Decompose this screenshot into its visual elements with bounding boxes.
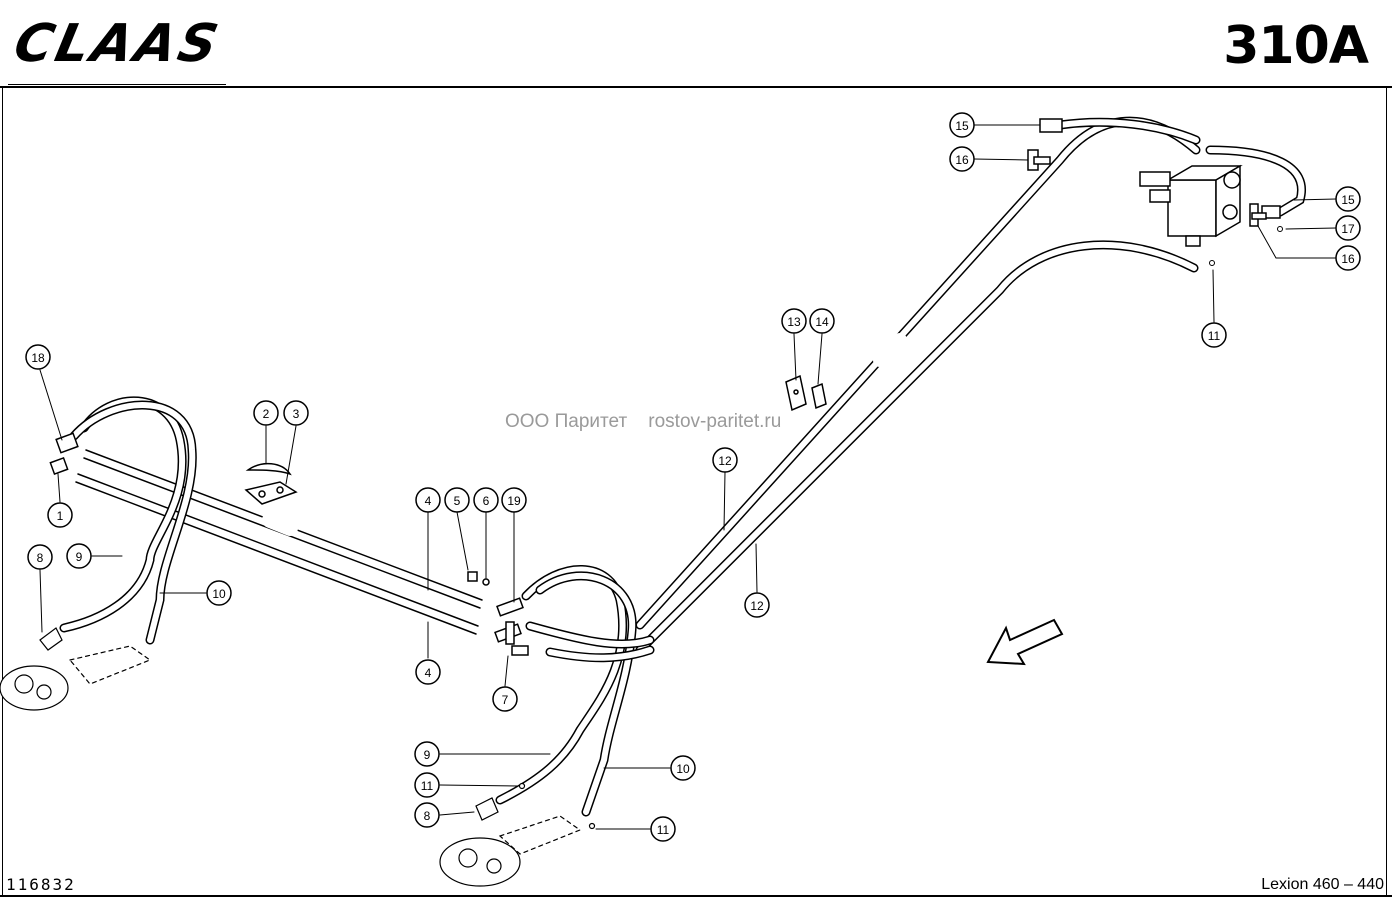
callout-14[interactable]: 14 [809,308,835,334]
callout-label: 8 [424,809,431,823]
frame-left [2,86,3,896]
callout-label: 15 [955,119,969,133]
leader-lines [39,124,1337,830]
center-hose-9-10 [495,565,655,817]
callout-label: 13 [787,315,801,329]
callout-label: 19 [507,494,521,508]
callout-17[interactable]: 17 [1335,215,1361,241]
callout-label: 3 [293,407,300,421]
direction-arrow [986,618,1064,666]
callout-label: 1 [57,509,64,523]
callout-label: 12 [718,454,732,468]
callout-label: 16 [955,153,969,167]
callout-label: 8 [37,551,44,565]
callout-label: 9 [424,748,431,762]
callout-label: 4 [425,494,432,508]
frame-right [1386,86,1387,896]
callout-12-lower[interactable]: 12 [744,592,770,618]
callout-label: 18 [31,351,45,365]
callout-16-top[interactable]: 16 [949,146,975,172]
callout-label: 6 [483,494,490,508]
callout-1[interactable]: 1 [47,502,73,528]
sheet-number: 310A [1223,16,1369,76]
callout-label: 2 [263,407,270,421]
o-ring-11-top [1209,260,1215,266]
callout-11-top[interactable]: 11 [1201,322,1227,348]
pump-center [439,782,596,887]
logo-underline [8,84,226,85]
callout-5[interactable]: 5 [444,487,470,513]
callout-label: 7 [502,693,509,707]
callout-19[interactable]: 19 [501,487,527,513]
callout-label: 5 [454,494,461,508]
callout-label: 11 [657,823,670,837]
callout-11-bottom[interactable]: 11 [650,816,676,842]
callout-label: 4 [425,666,432,680]
header-divider [0,86,1392,88]
callout-16-right[interactable]: 16 [1335,245,1361,271]
callout-label: 15 [1341,193,1355,207]
callout-label: 9 [76,550,83,564]
pump-left [0,627,152,711]
callout-4-upper[interactable]: 4 [415,487,441,513]
fitting-16-top [1027,149,1051,171]
callout-6[interactable]: 6 [473,487,499,513]
watermark-site: rostov-paritet.ru [648,411,782,432]
clamp-13-14 [785,374,827,412]
callout-12-upper[interactable]: 12 [712,447,738,473]
callout-15-right[interactable]: 15 [1335,186,1361,212]
fitting-18 [49,432,79,475]
hose-15-top [1039,117,1201,145]
callout-label: 11 [421,779,434,793]
callout-label: 10 [676,762,690,776]
clamp-2-3 [244,462,298,505]
callout-3[interactable]: 3 [283,400,309,426]
drawing-number: 116832 [6,875,76,894]
callout-13[interactable]: 13 [781,308,807,334]
callout-8-center[interactable]: 8 [414,802,440,828]
frame-bottom [0,895,1392,897]
callout-label: 12 [750,599,764,613]
callout-10-left[interactable]: 10 [206,580,232,606]
watermark-company: ООО Паритет [505,411,628,432]
callout-9-center[interactable]: 9 [414,741,440,767]
callout-15-top[interactable]: 15 [949,112,975,138]
steel-pipe-4 [75,449,483,635]
callout-9-left[interactable]: 9 [66,543,92,569]
center-fittings [467,571,529,656]
watermark: ООО Паритет rostov-paritet.ru [505,411,781,433]
left-hose-9-10 [59,396,197,645]
callout-2[interactable]: 2 [253,400,279,426]
callout-18[interactable]: 18 [25,344,51,370]
callout-label: 14 [815,315,829,329]
callout-7[interactable]: 7 [492,686,518,712]
callout-label: 16 [1341,252,1355,266]
callout-10-center[interactable]: 10 [670,755,696,781]
callout-11-center[interactable]: 11 [414,772,440,798]
callout-label: 17 [1341,222,1355,236]
callout-markers: 15 16 15 17 16 11 13 14 18 1 2 3 12 12 4… [25,112,1361,842]
model-label: Lexion 460 – 440 [1261,876,1384,893]
callout-4-lower[interactable]: 4 [415,659,441,685]
fitting-16-right [1249,203,1267,227]
main-hose-12 [635,116,1201,655]
callout-label: 11 [1208,329,1221,343]
callout-label: 10 [212,587,226,601]
callout-8-left[interactable]: 8 [27,544,53,570]
o-ring-17 [1277,226,1283,232]
valve-block [1139,164,1243,247]
